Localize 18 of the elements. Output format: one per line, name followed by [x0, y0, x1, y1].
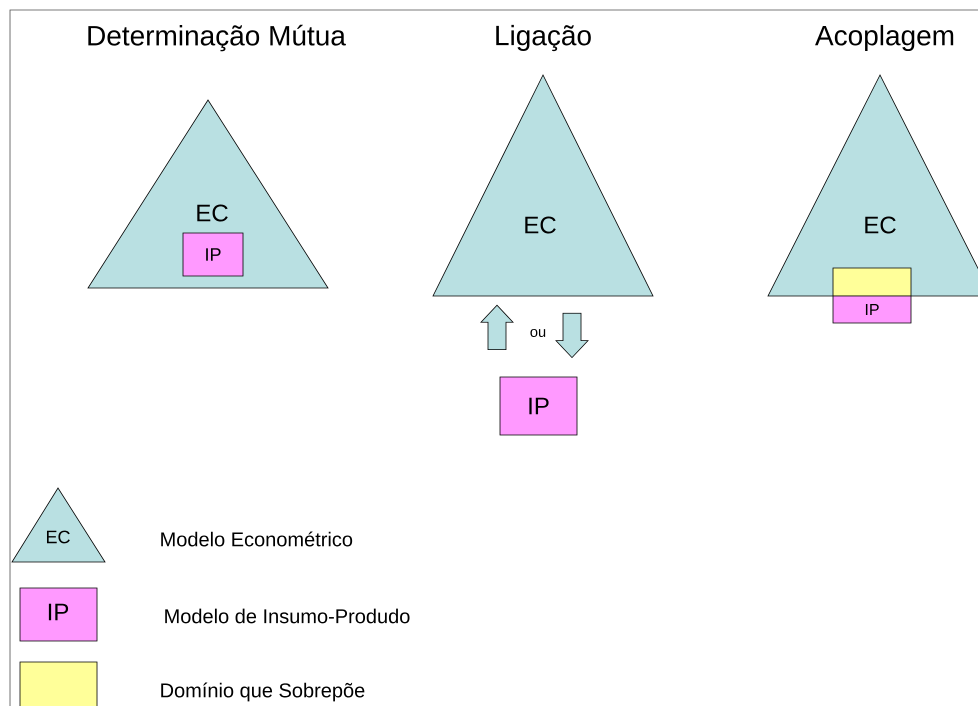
ip-box: IP — [182, 232, 244, 276]
swatch-label: IP — [48, 604, 68, 620]
block-arrow — [480, 304, 514, 350]
ip-box: IP — [832, 296, 912, 324]
legend-text: Domínio que Sobrepõe — [161, 682, 364, 702]
overlap-box — [832, 268, 912, 296]
heading: Ligação — [496, 24, 591, 52]
block-arrow — [555, 312, 589, 358]
triangle-label: EC — [197, 204, 228, 222]
connector-text: ou — [530, 328, 546, 338]
triangle-label: EC — [865, 216, 896, 234]
ip-box: IP — [500, 376, 578, 436]
legend-text: Modelo Econométrico — [161, 532, 352, 546]
swatch-label: EC — [47, 530, 70, 544]
triangle-label: EC — [525, 216, 556, 234]
heading: Determinação Mútua — [88, 24, 346, 52]
legend-text: Modelo de Insumo-Produdo — [165, 608, 410, 624]
heading: Acoplagem — [815, 24, 954, 52]
